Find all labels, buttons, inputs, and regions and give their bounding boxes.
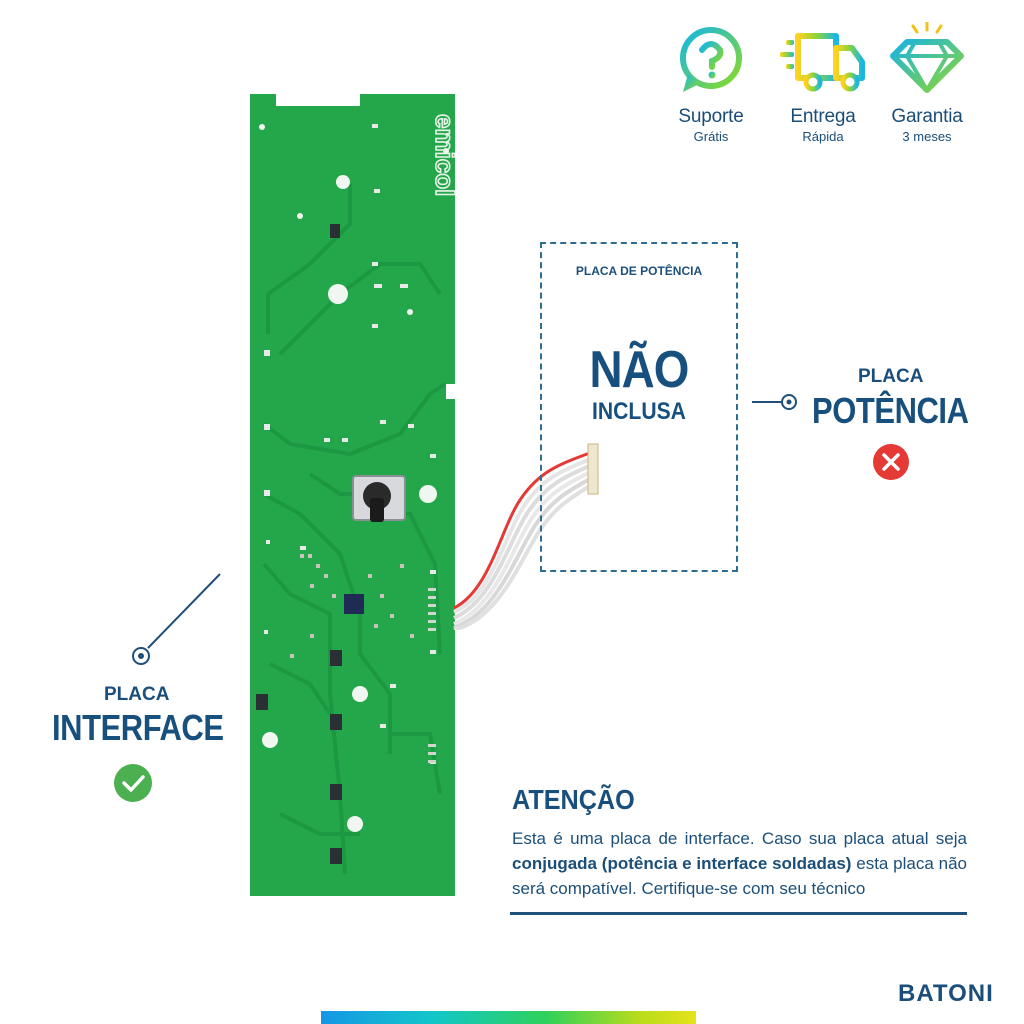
right-label-big: POTÊNCIA (812, 390, 969, 431)
power-box-header: PLACA DE POTÊNCIA (575, 264, 703, 278)
pcb-logo: emicol (430, 114, 455, 196)
attention-title: ATENÇÃO (512, 784, 635, 815)
check-icon (114, 764, 152, 802)
diamond-icon (887, 20, 967, 102)
badge-delivery-subtitle: Rápida (802, 129, 844, 144)
badge-support-subtitle: Grátis (693, 129, 729, 144)
interface-board-image: emicol (250, 94, 455, 896)
attention-line-a: Esta é uma placa de interface. Caso sua … (512, 829, 967, 848)
right-pointer (752, 394, 797, 410)
attention-line-c: não será compatível. Certifique-se com s… (512, 854, 967, 898)
badge-warranty-subtitle: 3 meses (902, 129, 952, 144)
power-box-not: NÃO (589, 341, 689, 399)
delivery-truck-icon (780, 22, 865, 102)
power-board-placeholder: PLACA DE POTÊNCIA NÃO INCLUSA (540, 242, 738, 572)
help-chat-icon (671, 22, 751, 102)
badge-warranty-title: Garantia (891, 106, 963, 127)
badge-warranty: Garantia 3 meses (872, 20, 982, 144)
attention-divider (510, 912, 967, 915)
right-label-small: PLACA (858, 366, 924, 387)
cross-icon (873, 444, 909, 480)
gradient-bar (321, 1011, 696, 1024)
attention-line-b-rest: esta placa (851, 854, 934, 873)
left-label-small: PLACA (104, 684, 170, 705)
attention-line-b-bold: conjugada (potência e interface soldadas… (512, 854, 852, 873)
badge-delivery: Entrega Rápida (768, 22, 878, 144)
left-label-big: INTERFACE (52, 707, 224, 748)
attention-body: Esta é uma placa de interface. Caso sua … (512, 826, 967, 901)
badge-support-title: Suporte (678, 106, 744, 127)
badge-support: Suporte Grátis (656, 22, 766, 144)
left-pointer (132, 573, 221, 665)
cable-wires (453, 443, 600, 630)
power-box-included: INCLUSA (592, 398, 686, 425)
brand-logo: BATONI (898, 980, 994, 1007)
badge-delivery-title: Entrega (790, 106, 856, 127)
